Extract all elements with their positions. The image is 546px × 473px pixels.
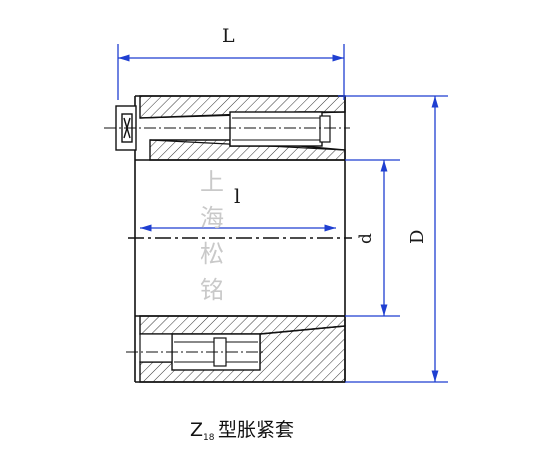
top-bolt-slot — [229, 111, 323, 147]
dimension-l-label: l — [234, 184, 240, 208]
watermark-char-4: 铭 — [200, 276, 224, 304]
caption: Z 18 型胀紧套 — [190, 419, 294, 443]
caption-prefix: Z — [190, 419, 203, 441]
watermark-char-1: 上 — [200, 168, 224, 196]
top-section — [104, 95, 350, 161]
dimension-d — [345, 159, 400, 317]
watermark-char-2: 海 — [200, 204, 224, 232]
dimension-D-label: D — [407, 230, 428, 244]
caption-subscript: 18 — [203, 433, 215, 443]
dimension-L — [117, 44, 345, 100]
dimension-L-label: L — [222, 25, 235, 47]
caption-title: 型胀紧套 — [218, 419, 294, 441]
dimension-d-label: d — [356, 233, 376, 244]
dimension-D — [338, 95, 448, 383]
watermark-char-3: 松 — [200, 240, 224, 268]
bottom-section — [126, 315, 346, 383]
watermark: 上 海 松 铭 — [200, 168, 224, 304]
